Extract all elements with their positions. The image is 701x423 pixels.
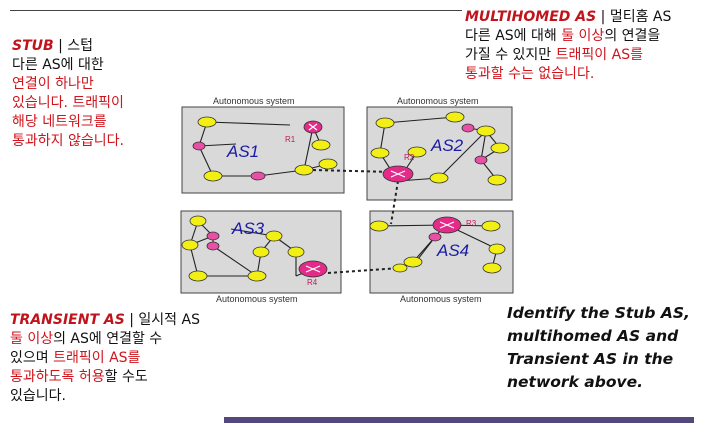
as4-host [369, 220, 389, 232]
as2-host [370, 147, 390, 159]
multihomed-text: 가질 수 있지만 [465, 47, 556, 63]
stub-separator: | [53, 38, 68, 54]
multihomed-separator: | [596, 9, 610, 25]
as3-router [206, 231, 220, 241]
stub-line-highlight: 통과하지 않습니다. [12, 133, 124, 149]
router-r1-label: R1 [285, 135, 296, 144]
stub-line: 다른 AS에 대한 [12, 57, 104, 73]
as2-host [487, 174, 507, 186]
stub-term: STUB [12, 38, 54, 54]
as2-host [375, 117, 395, 129]
footer-bar [224, 417, 694, 423]
as3-router [206, 241, 220, 251]
question-text: Identify the Stub AS, multihomed AS and … [507, 304, 690, 391]
as2-host [445, 111, 465, 123]
router-r1 [303, 120, 323, 134]
multihomed-highlight: 트래픽이 AS를 [555, 47, 643, 63]
as1-host [294, 164, 314, 176]
transient-separator: | [124, 312, 139, 328]
multihomed-heading: MULTIHOMED AS | 멀티홈 AS [465, 8, 695, 27]
stub-heading: STUB | 스텁 [12, 37, 182, 56]
transient-text: 할 수도 [104, 369, 148, 385]
as2-host [429, 172, 449, 184]
transient-highlight: 트래픽이 AS를 [53, 350, 141, 366]
as1-router [192, 141, 206, 151]
link-as1-as2 [312, 169, 394, 173]
caption-as1: Autonomous system [213, 96, 295, 106]
as4-router [428, 232, 442, 242]
router-r3-label: R3 [466, 219, 477, 228]
transient-highlight: 통과하도록 허용 [10, 369, 105, 385]
router-r2-label: R2 [404, 153, 415, 162]
transient-korean-term: 일시적 AS [138, 312, 200, 328]
transient-text: 있으며 [10, 350, 54, 366]
as2-host [476, 125, 496, 137]
as3-host [265, 230, 283, 242]
multihomed-highlight: 둘 이상 [561, 28, 605, 44]
transient-description: TRANSIENT AS | 일시적 AS 둘 이상의 AS에 연결할 수 있으… [10, 311, 225, 406]
as1-host [203, 170, 223, 182]
title-rule [10, 10, 462, 11]
stub-line-highlight: 연결이 하나만 [12, 76, 94, 92]
as3-host [247, 270, 267, 282]
as3-host [181, 239, 199, 251]
multihomed-line-highlight: 통과할 수는 없습니다. [465, 66, 595, 82]
transient-line: 있으며 트래픽이 AS를 [10, 349, 225, 368]
as1-label: AS1 [226, 142, 259, 161]
as1-host [197, 116, 217, 128]
as3-host [252, 246, 270, 258]
as3-host [188, 270, 208, 282]
as2-router [474, 155, 488, 165]
as4-host [488, 243, 506, 255]
link-as2-as4 [390, 180, 399, 225]
caption-as4: Autonomous system [400, 294, 482, 304]
as4-host [392, 263, 408, 273]
transient-line: 통과하도록 허용할 수도 [10, 368, 225, 387]
multihomed-korean-term: 멀티홈 AS [609, 9, 672, 25]
as2-host [407, 146, 427, 158]
multihomed-line: 다른 AS에 대해 둘 이상의 연결을 [465, 27, 695, 46]
as1-router [250, 171, 266, 181]
transient-line: 있습니다. [10, 388, 66, 404]
as4-host [481, 220, 501, 232]
stub-description: STUB | 스텁 다른 AS에 대한 연결이 하나만 있습니다. 트래픽이 해… [12, 37, 182, 151]
multihomed-line: 가질 수 있지만 트래픽이 AS를 [465, 46, 695, 65]
as1-host [311, 139, 331, 151]
transient-highlight: 둘 이상 [10, 331, 54, 347]
as3-host [287, 246, 305, 258]
stub-line-highlight: 해당 네트워크를 [12, 114, 107, 130]
caption-as2: Autonomous system [397, 96, 479, 106]
router-r2 [382, 165, 414, 183]
as1-host [318, 158, 338, 170]
transient-line: 둘 이상의 AS에 연결할 수 [10, 330, 225, 349]
router-r3 [432, 216, 462, 234]
multihomed-text: 다른 AS에 대해 [465, 28, 562, 44]
as4-label: AS4 [436, 241, 469, 260]
as2-label: AS2 [430, 136, 464, 155]
stub-korean-term: 스텁 [67, 38, 94, 54]
link-as3-as4 [327, 267, 401, 274]
as3-host [189, 215, 207, 227]
as4-host [482, 262, 502, 274]
caption-as3: Autonomous system [216, 294, 298, 304]
router-r4-label: R4 [307, 278, 318, 287]
multihomed-text: 의 연결을 [604, 28, 661, 44]
as2-host [490, 142, 510, 154]
transient-heading: TRANSIENT AS | 일시적 AS [10, 311, 225, 330]
router-r4 [298, 260, 328, 278]
as3-label: AS3 [231, 219, 265, 238]
transient-text: 의 AS에 연결할 수 [53, 331, 163, 347]
transient-term: TRANSIENT AS [10, 312, 125, 328]
as2-router [461, 123, 475, 133]
multihomed-description: MULTIHOMED AS | 멀티홈 AS 다른 AS에 대해 둘 이상의 연… [465, 8, 695, 84]
as4-host [403, 256, 423, 268]
stub-line-highlight: 있습니다. 트래픽이 [12, 95, 124, 111]
multihomed-term: MULTIHOMED AS [465, 9, 597, 25]
